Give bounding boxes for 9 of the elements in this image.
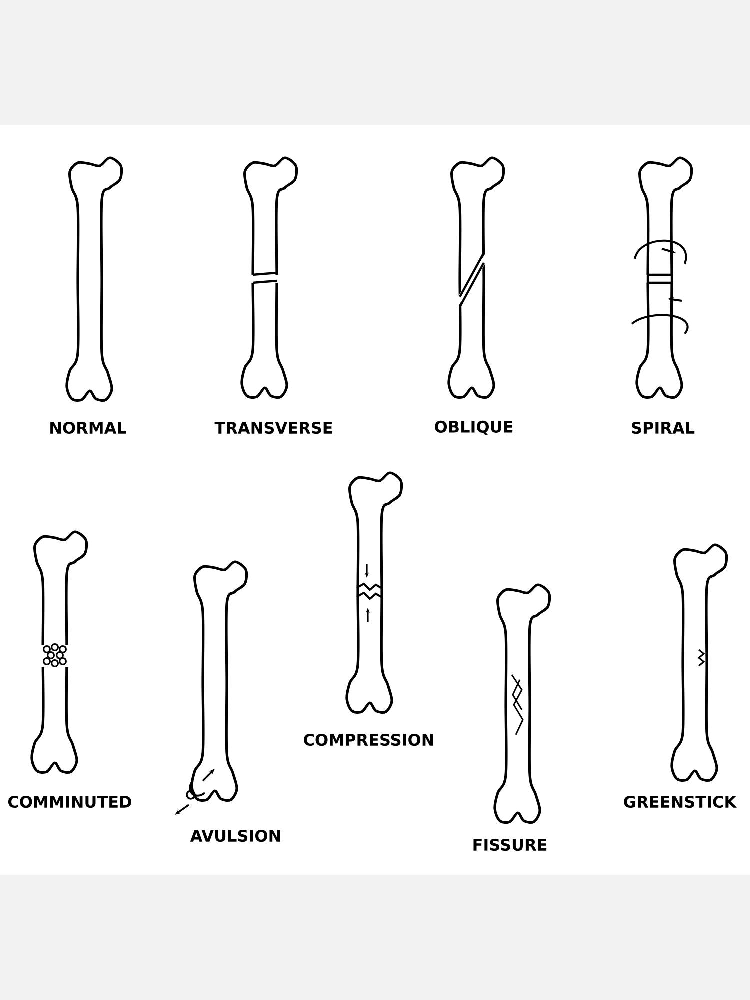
fracture-label: FISSURE xyxy=(474,838,547,852)
fracture-label: SPIRAL xyxy=(632,422,695,434)
fracture-label: GREENSTICK xyxy=(624,796,738,808)
fracture-label: COMPRESSION xyxy=(304,734,434,746)
fracture-label: NORMAL xyxy=(50,422,126,434)
fracture-label: TRANSVERSE xyxy=(214,422,332,434)
fracture-label: COMMINUTED xyxy=(8,796,132,808)
fracture-label: AVULSION xyxy=(190,830,280,842)
fracture-label: OBLIQUE xyxy=(435,420,513,436)
